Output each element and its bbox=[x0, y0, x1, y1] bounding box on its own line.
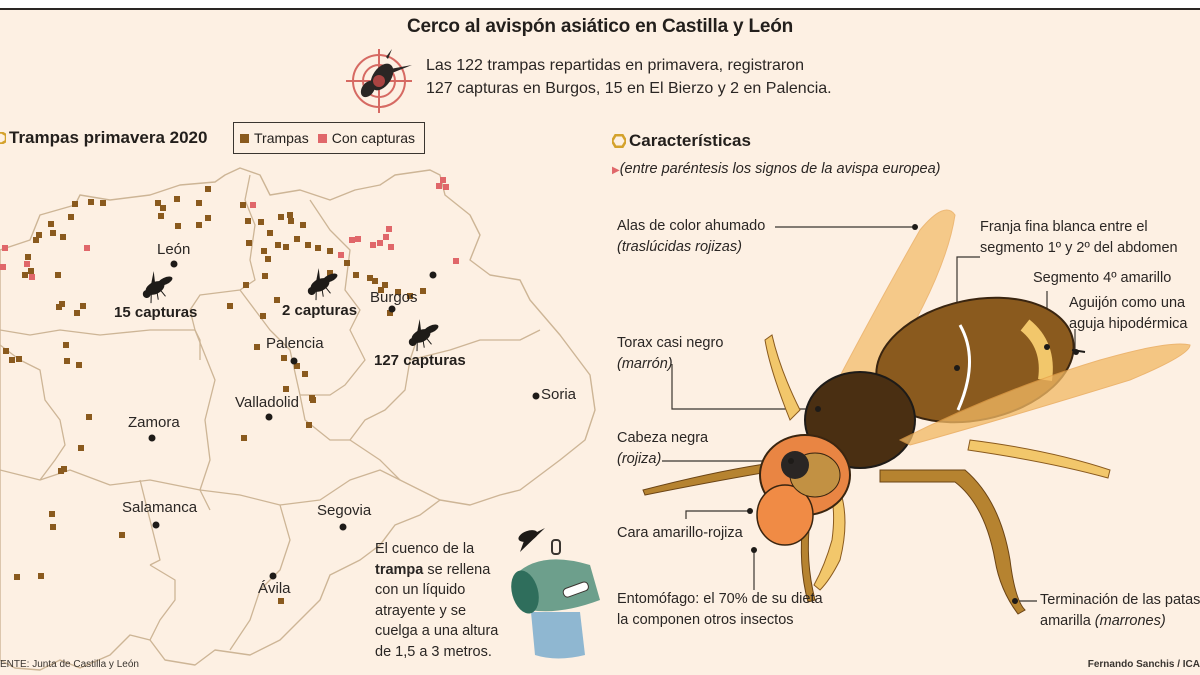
label-text: Segmento 4º amarillo bbox=[1033, 270, 1172, 286]
capture-markers bbox=[0, 177, 459, 280]
capture-swatch-icon bbox=[317, 133, 327, 143]
label-alt: (traslúcidas rojizas) bbox=[617, 239, 742, 255]
capture-count-burgos: 127 capturas bbox=[374, 352, 466, 369]
characteristics-title-text: Características bbox=[629, 131, 751, 150]
summary: Las 122 trampas repartidas en primavera,… bbox=[426, 54, 832, 100]
credit: Fernando Sanchis / ICA bbox=[1087, 659, 1200, 670]
label-text: amarilla bbox=[1040, 613, 1095, 629]
trap-swatch-icon bbox=[240, 133, 249, 143]
label-diet: Entomófago: el 70% de su dieta la compon… bbox=[617, 589, 823, 631]
characteristics-note: ▶(entre paréntesis los signos de la avis… bbox=[612, 161, 941, 177]
label-text: Cabeza negra bbox=[617, 430, 709, 446]
top-rule bbox=[0, 0, 1200, 10]
page-title: Cerco al avispón asiático en Castilla y … bbox=[406, 16, 794, 37]
triangle-bullet-icon: ▶ bbox=[612, 165, 620, 176]
label-text: Torax casi negro bbox=[617, 335, 724, 351]
label-stinger: Aguijón como una aguja hipodérmica bbox=[1069, 293, 1188, 335]
city-label-segovia: Segovia bbox=[317, 502, 372, 519]
summary-line-2: 127 capturas en Burgos, 15 en El Bierzo … bbox=[426, 80, 832, 97]
capture-count-palencia: 2 capturas bbox=[282, 302, 358, 319]
label-text: aguja hipodérmica bbox=[1069, 316, 1188, 332]
trap-markers bbox=[3, 186, 426, 604]
label-text: Cara amarillo-rojiza bbox=[617, 525, 743, 541]
trap-text-line: atrayente y se bbox=[375, 602, 467, 619]
label-head: Cabeza negra (rojiza) bbox=[617, 428, 708, 470]
trap-text-line: trampa se rellena bbox=[375, 560, 498, 581]
trap-text-part: se rellena bbox=[423, 561, 491, 578]
city-label-valladolid: Valladolid bbox=[235, 394, 299, 411]
characteristics-note-text: (entre paréntesis los signos de la avisp… bbox=[619, 161, 941, 177]
label-legs: Terminación de las patas amarilla (marro… bbox=[1040, 590, 1200, 632]
region-map bbox=[0, 167, 600, 671]
city-label-soria: Soria bbox=[541, 386, 577, 403]
hexagon-icon bbox=[0, 132, 6, 144]
hexagon-icon bbox=[612, 134, 626, 148]
map-title: Trampas primavera 2020 bbox=[0, 128, 207, 148]
label-text: Franja fina blanca entre el bbox=[980, 219, 1148, 235]
label-alt: (marrón) bbox=[617, 356, 673, 372]
trap-text-line: con un líquido bbox=[375, 582, 466, 598]
legend-capture-label: Con capturas bbox=[331, 130, 415, 146]
label-text: la componen otros insectos bbox=[617, 612, 794, 628]
trap-text-line: de 1,5 a 3 metros. bbox=[375, 643, 492, 660]
city-label-leon: León bbox=[157, 241, 191, 258]
trap-bold: trampa bbox=[375, 561, 424, 578]
target-wasp-icon bbox=[346, 49, 412, 113]
map-legend: Trampas Con capturas bbox=[233, 122, 425, 154]
label-wings: Alas de color ahumado (traslúcidas rojiz… bbox=[617, 216, 765, 258]
label-text: Terminación de las patas bbox=[1040, 592, 1200, 608]
capture-count-bierzo: 15 capturas bbox=[114, 304, 198, 321]
label-segment-4: Segmento 4º amarillo bbox=[1033, 268, 1171, 289]
hornet-illustration bbox=[642, 209, 1191, 615]
label-alt: (rojiza) bbox=[617, 451, 662, 467]
legend-trap-label: Trampas bbox=[254, 130, 309, 146]
label-text: Alas de color ahumado bbox=[617, 218, 766, 234]
city-label-palencia: Palencia bbox=[266, 335, 324, 352]
label-face: Cara amarillo-rojiza bbox=[617, 523, 743, 544]
city-label-burgos: Burgos bbox=[370, 289, 418, 306]
city-label-zamora: Zamora bbox=[128, 414, 180, 431]
characteristics-title: Características bbox=[612, 131, 751, 151]
label-text: Entomófago: el 70% de su dieta bbox=[617, 591, 823, 607]
source-note: ENTE: Junta de Castilla y León bbox=[0, 659, 139, 670]
city-label-salamanca: Salamanca bbox=[122, 499, 198, 516]
label-text: Aguijón como una bbox=[1069, 295, 1186, 311]
trap-text-line: cuelga a una altura bbox=[375, 623, 499, 639]
wasp-icons bbox=[142, 267, 439, 352]
label-text: segmento 1º y 2º del abdomen bbox=[980, 240, 1178, 256]
map-title-text: Trampas primavera 2020 bbox=[9, 128, 208, 147]
label-white-band: Franja fina blanca entre el segmento 1º … bbox=[980, 217, 1178, 259]
trap-text-line: El cuenco de la bbox=[375, 541, 475, 557]
trap-description: El cuenco de la trampa se rellena con un… bbox=[375, 539, 498, 662]
city-label-avila: Ávila bbox=[258, 580, 291, 597]
trap-bucket-icon bbox=[511, 528, 600, 659]
summary-line-1: Las 122 trampas repartidas en primavera,… bbox=[426, 57, 804, 74]
label-alt: (marrones) bbox=[1094, 613, 1166, 629]
label-thorax: Torax casi negro (marrón) bbox=[617, 333, 723, 375]
